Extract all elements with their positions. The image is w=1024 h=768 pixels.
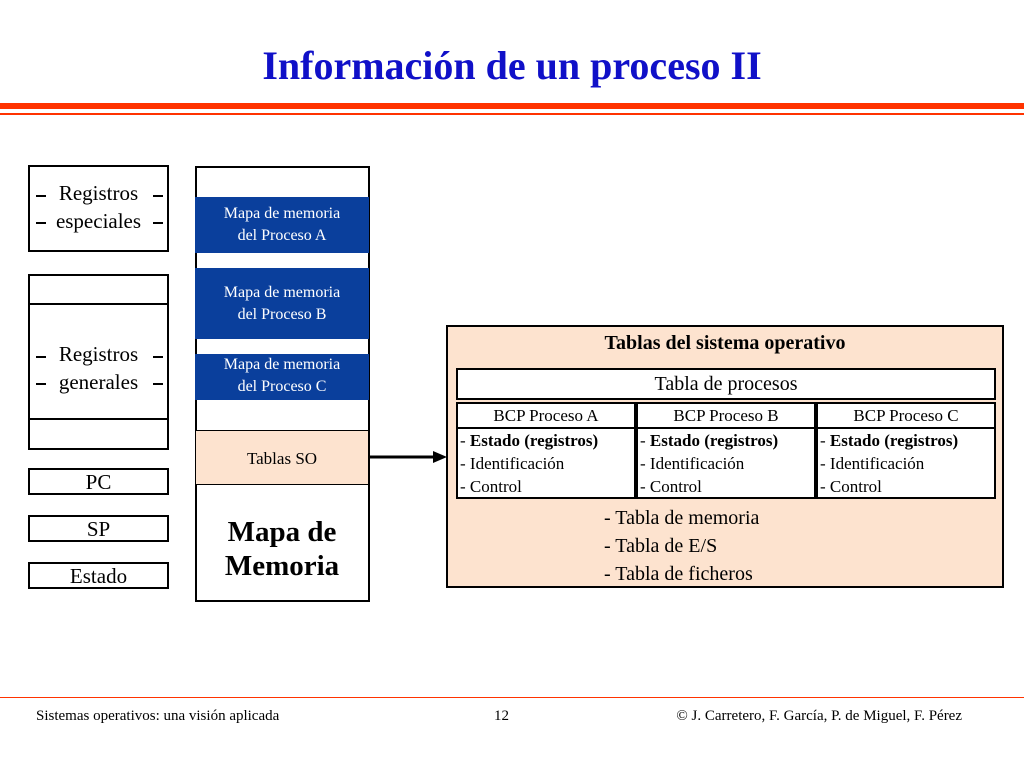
bcp-status-line: - Estado (registros) xyxy=(458,429,634,452)
general-registers-label-1: Registros xyxy=(58,342,139,366)
tick-mark xyxy=(36,222,46,224)
tick-mark xyxy=(36,356,46,358)
sp-register: SP xyxy=(28,515,169,542)
footer-rule xyxy=(0,697,1024,698)
bcp-header: BCP Proceso B xyxy=(638,404,814,429)
bcp-control: - Control xyxy=(460,477,522,496)
memory-block-b-line-1: Mapa de memoria xyxy=(223,284,341,301)
pc-register: PC xyxy=(28,468,169,495)
tick-mark xyxy=(153,356,163,358)
bcp-status: Estado (registros) xyxy=(469,431,599,450)
bcp-header: BCP Proceso A xyxy=(458,404,634,429)
memory-map-label-line-2: Memoria xyxy=(224,550,340,582)
bcp-process-b: BCP Proceso B - Estado (registros) - Ide… xyxy=(636,402,816,499)
footer-page-number: 12 xyxy=(494,708,509,724)
bcp-dash: - xyxy=(640,431,650,450)
os-tables-panel: Tablas del sistema operativo Tabla de pr… xyxy=(446,325,1004,588)
bcp-identification: - Identificación xyxy=(820,454,925,473)
register-divider xyxy=(30,418,167,420)
footer-course: Sistemas operativos: una visión aplicada xyxy=(36,708,280,724)
general-registers-box: Registros generales xyxy=(28,274,169,450)
slide-title: Información de un proceso II xyxy=(262,43,762,88)
register-divider xyxy=(30,303,167,305)
bcp-identification: - Identificación xyxy=(460,454,565,473)
title-rule-thin xyxy=(0,113,1024,115)
memory-block-process-b: Mapa de memoria del Proceso B xyxy=(195,268,369,339)
memory-block-c-line-2: del Proceso C xyxy=(237,378,327,395)
memory-block-process-c: Mapa de memoria del Proceso C xyxy=(195,354,369,400)
bcp-status: Estado (registros) xyxy=(829,431,959,450)
memory-block-c-line-1: Mapa de memoria xyxy=(223,356,341,373)
general-registers-label-2: generales xyxy=(58,370,139,394)
bcp-dash: - xyxy=(460,431,470,450)
file-table-item: - Tabla de ficheros xyxy=(604,563,753,585)
tick-mark xyxy=(153,222,163,224)
title-rule-thick xyxy=(0,103,1024,109)
sp-label: SP xyxy=(86,517,111,541)
memory-block-b-line-2: del Proceso B xyxy=(237,306,327,323)
memory-block-a-line-1: Mapa de memoria xyxy=(223,205,341,222)
bcp-status-line: - Estado (registros) xyxy=(638,429,814,452)
io-table-item: - Tabla de E/S xyxy=(604,535,718,557)
arrow-connector xyxy=(369,451,447,463)
os-tables-title: Tablas del sistema operativo xyxy=(604,332,846,354)
bcp-control: - Control xyxy=(820,477,882,496)
special-registers-label-2: especiales xyxy=(55,209,142,233)
bcp-identification: - Identificación xyxy=(640,454,745,473)
bcp-process-a: BCP Proceso A - Estado (registros) - Ide… xyxy=(456,402,636,499)
tick-mark xyxy=(36,195,46,197)
memory-block-a-line-2: del Proceso A xyxy=(237,227,327,244)
footer-copyright: © J. Carretero, F. García, P. de Miguel,… xyxy=(676,708,962,724)
status-label: Estado xyxy=(69,564,128,588)
memory-table-item: - Tabla de memoria xyxy=(604,507,760,529)
bcp-process-c: BCP Proceso C - Estado (registros) - Ide… xyxy=(816,402,996,499)
special-registers-label-1: Registros xyxy=(58,181,139,205)
memory-map-label-line-1: Mapa de xyxy=(227,516,337,548)
tick-mark xyxy=(153,383,163,385)
bcp-dash: - xyxy=(820,431,830,450)
bcp-header: BCP Proceso C xyxy=(818,404,994,429)
status-register: Estado xyxy=(28,562,169,589)
tick-mark xyxy=(36,383,46,385)
process-table-header: Tabla de procesos xyxy=(456,368,996,400)
memory-block-process-a: Mapa de memoria del Proceso A xyxy=(195,197,369,253)
os-tables-block: Tablas SO xyxy=(195,430,369,485)
arrow-head xyxy=(433,451,447,463)
bcp-status-line: - Estado (registros) xyxy=(818,429,994,452)
other-os-tables: - Tabla de memoria - Tabla de E/S - Tabl… xyxy=(604,504,759,588)
pc-label: PC xyxy=(85,470,112,494)
memory-map-label: Mapa de Memoria xyxy=(195,515,369,583)
bcp-status: Estado (registros) xyxy=(649,431,779,450)
bcp-control: - Control xyxy=(640,477,702,496)
tick-mark xyxy=(153,195,163,197)
special-registers-box: Registros especiales xyxy=(28,165,169,252)
